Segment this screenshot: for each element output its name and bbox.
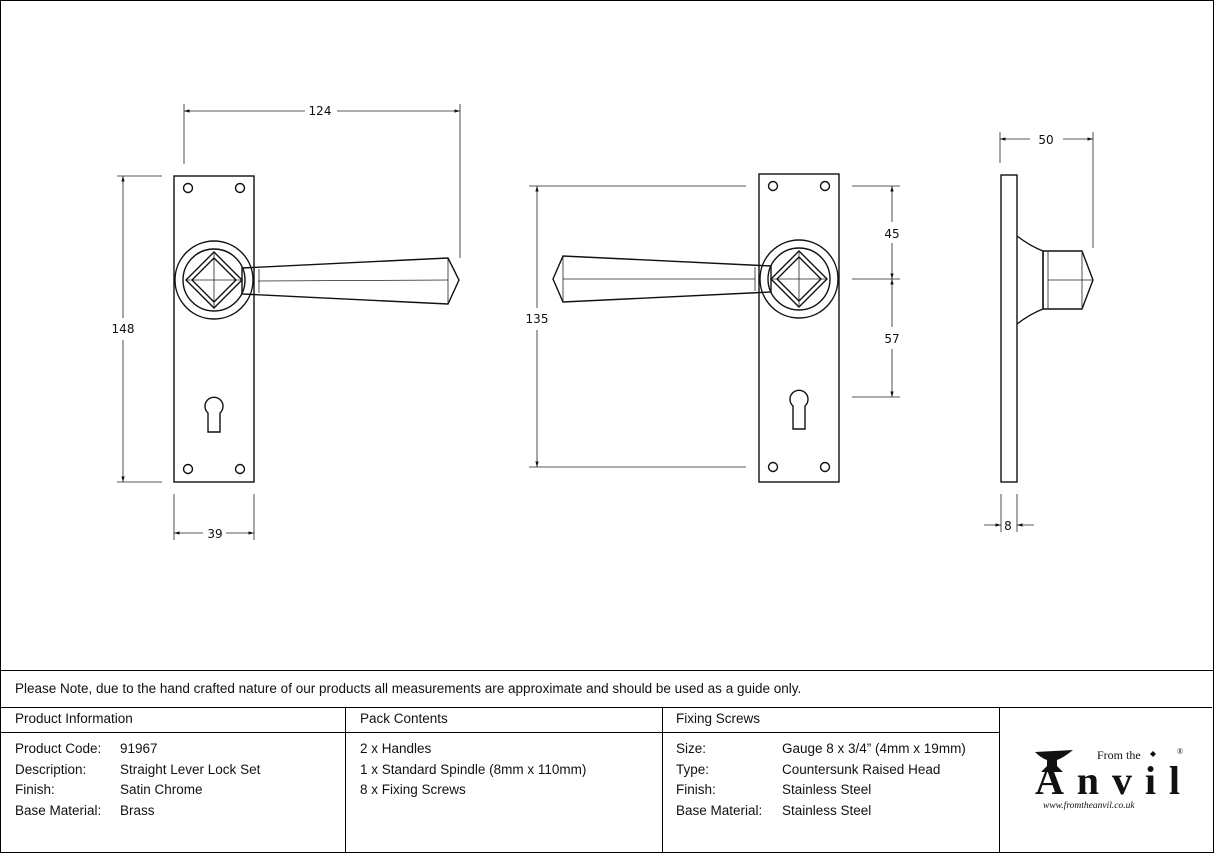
- technical-drawing: 124 148 39 135: [112, 104, 1094, 541]
- side-dimensions: 50 8: [984, 132, 1094, 533]
- front-view: [173, 175, 460, 483]
- disclaimer-note: Please Note, due to the hand crafted nat…: [15, 681, 802, 696]
- description-value: Straight Lever Lock Set: [120, 761, 261, 777]
- screw-finish-value: Stainless Steel: [782, 782, 872, 797]
- screw-size-label: Size:: [676, 741, 707, 756]
- divider: [1, 707, 1212, 708]
- dim-8: 8: [1004, 519, 1012, 533]
- screw-size-value: Gauge 8 x 3/4” (4mm x 19mm): [782, 741, 966, 756]
- back-dimensions: 135 45 57: [526, 185, 900, 468]
- anvil-icon: [1035, 750, 1073, 772]
- dim-148: 148: [112, 322, 135, 336]
- screw-type-value: Countersunk Raised Head: [782, 761, 941, 777]
- pack-item: 1 x Standard Spindle (8mm x 110mm): [360, 761, 587, 777]
- fixing-screws-heading: Fixing Screws: [676, 711, 761, 726]
- product-info-table: Product Code: 91967 Description: Straigh…: [15, 739, 345, 829]
- info-panel: Please Note, due to the hand crafted nat…: [1, 670, 1213, 853]
- diamond-icon: [1150, 751, 1156, 757]
- pack-contents-heading: Pack Contents: [360, 711, 448, 726]
- back-view: [552, 173, 840, 483]
- front-dimensions: 124 148 39: [112, 104, 461, 541]
- dim-135: 135: [526, 312, 549, 326]
- pack-item: 8 x Fixing Screws: [360, 782, 466, 797]
- description-label: Description:: [15, 761, 87, 777]
- logo-website: www.fromtheanvil.co.uk: [1043, 800, 1135, 811]
- dim-45: 45: [884, 227, 899, 241]
- base-material-value: Brass: [120, 802, 155, 818]
- dim-39: 39: [207, 527, 222, 541]
- side-view: [1000, 174, 1094, 483]
- fixing-screws-table: Size: Gauge 8 x 3/4” (4mm x 19mm) Type: …: [676, 739, 996, 829]
- logo-brand: Anvil: [1035, 758, 1180, 803]
- screw-type-label: Type:: [676, 761, 710, 777]
- divider: [1, 732, 999, 733]
- divider: [999, 707, 1000, 853]
- dim-124: 124: [309, 104, 332, 118]
- logo-from-the: From the: [1097, 748, 1141, 762]
- finish-value: Satin Chrome: [120, 782, 203, 797]
- product-info-heading: Product Information: [15, 711, 133, 726]
- screw-material-value: Stainless Steel: [782, 802, 872, 818]
- pack-item: 2 x Handles: [360, 741, 432, 756]
- screw-finish-label: Finish:: [676, 782, 716, 797]
- divider: [662, 707, 663, 853]
- dim-57: 57: [884, 332, 899, 346]
- from-the-anvil-logo: From the ® Anvil www.fromtheanvil.co.uk: [1035, 747, 1183, 811]
- dim-50: 50: [1038, 133, 1053, 147]
- pack-contents-list: 2 x Handles 1 x Standard Spindle (8mm x …: [360, 739, 660, 829]
- screw-material-label: Base Material:: [676, 802, 763, 818]
- product-code-value: 91967: [120, 741, 158, 756]
- base-material-label: Base Material:: [15, 802, 102, 818]
- logo-registered: ®: [1177, 747, 1183, 756]
- product-code-label: Product Code:: [15, 741, 102, 756]
- finish-label: Finish:: [15, 782, 55, 797]
- divider: [345, 707, 346, 853]
